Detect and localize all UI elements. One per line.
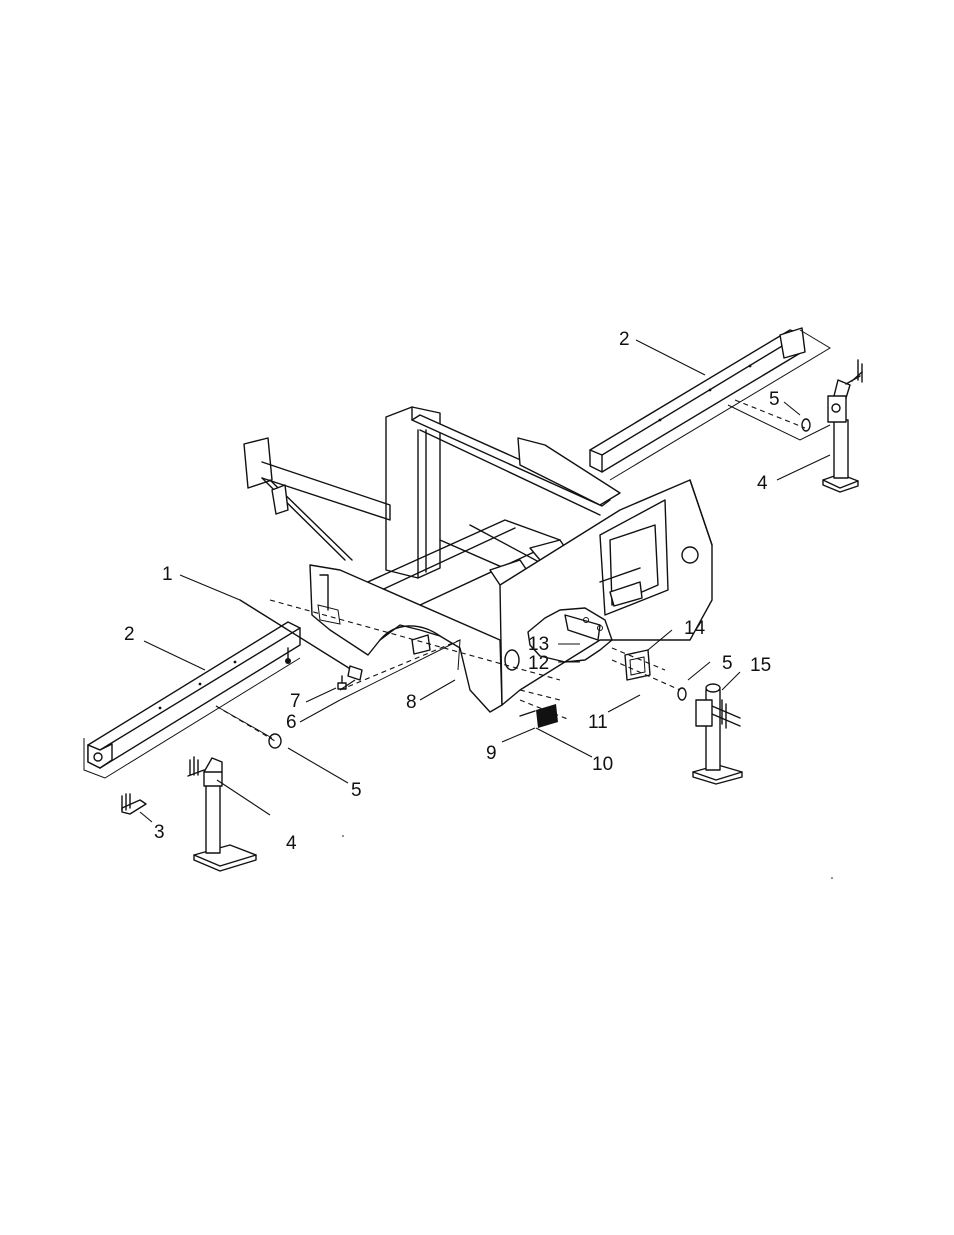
callout-5-left: 5 <box>351 780 362 801</box>
outrigger-beam-right <box>590 328 830 480</box>
callout-8: 8 <box>406 692 417 713</box>
jack-stand-left <box>188 757 256 871</box>
callout-11: 11 <box>588 712 608 733</box>
bracket-part-8 <box>412 635 430 654</box>
callout-6: 6 <box>286 712 297 733</box>
callout-10: 10 <box>592 754 613 775</box>
callout-14: 14 <box>684 618 706 639</box>
washer-right-rear <box>802 419 810 431</box>
callout-3: 3 <box>154 822 165 843</box>
callout-4-right: 4 <box>757 473 768 494</box>
callout-2-right: 2 <box>619 329 630 350</box>
outrigger-beam-left <box>84 622 300 778</box>
leader-lines <box>140 340 830 822</box>
callout-7: 7 <box>290 691 301 712</box>
jack-stand-right-front <box>693 684 742 784</box>
washer-left <box>269 734 281 748</box>
callout-5-right-front: 5 <box>722 653 733 674</box>
callout-5-right-rear: 5 <box>769 389 780 410</box>
callout-9: 9 <box>486 743 497 764</box>
callout-2-left: 2 <box>124 624 135 645</box>
callout-13: 13 <box>528 634 549 655</box>
main-frame <box>244 407 712 712</box>
callout-15: 15 <box>750 655 771 676</box>
callout-1: 1 <box>162 564 173 585</box>
bracket-part-3 <box>122 794 146 814</box>
callout-4-left: 4 <box>286 833 297 854</box>
callout-12: 12 <box>528 653 549 674</box>
